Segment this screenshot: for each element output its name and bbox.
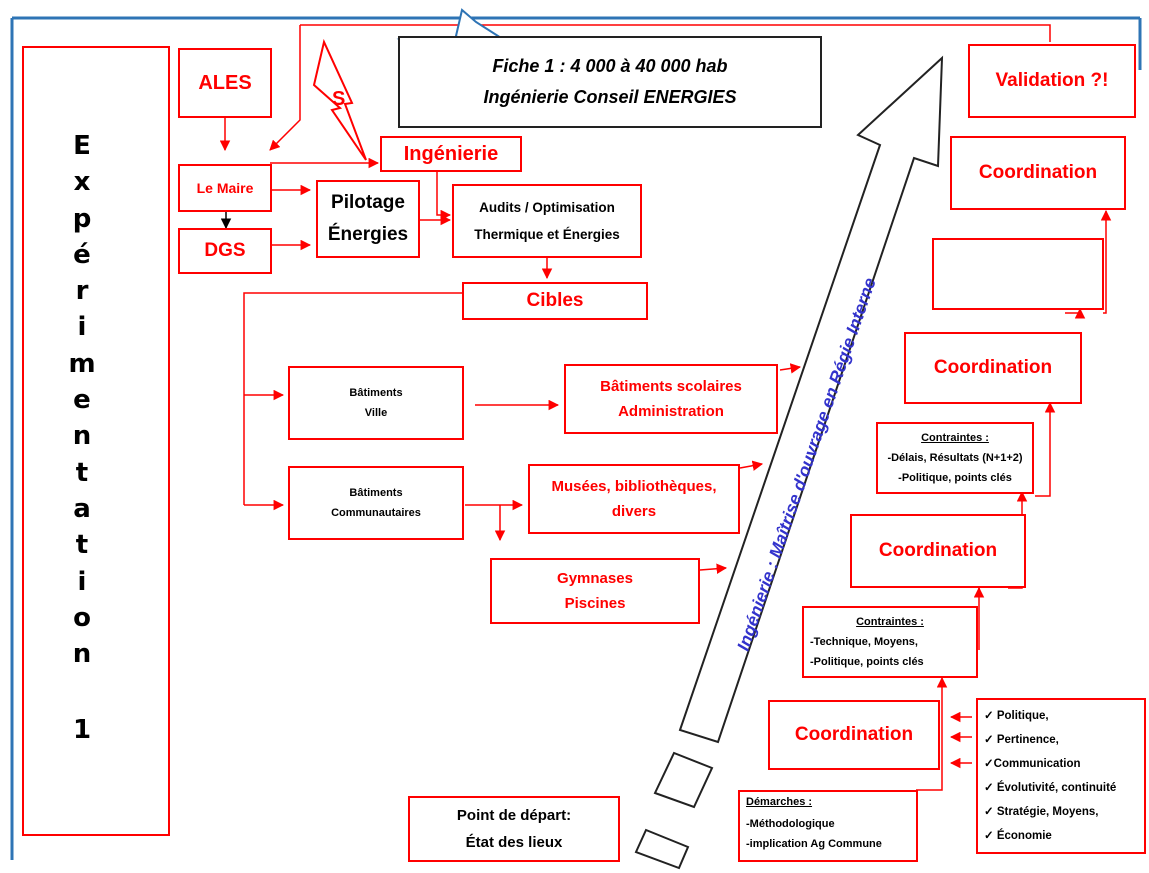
node-gymnases: Gymnases Piscines <box>490 558 700 624</box>
batiments-ville-line-2: Ville <box>364 407 388 419</box>
contraintes-a-item-2: -Politique, points clés <box>810 656 924 668</box>
node-coordination-4: Coordination <box>950 136 1126 210</box>
node-cibles: Cibles <box>462 282 648 320</box>
node-empty-step <box>932 238 1104 310</box>
side-label-char: n <box>72 421 92 452</box>
side-label-char: t <box>75 530 89 561</box>
demarches-title: Démarches : <box>746 796 813 808</box>
checklist-item-5: ✓ Stratégie, Moyens, <box>984 806 1099 818</box>
checklist-item-3: ✓Communication <box>984 758 1081 770</box>
side-label-char: t <box>75 457 89 488</box>
node-batiments-ville: Bâtiments Ville <box>288 366 464 440</box>
node-validation: Validation ?! <box>968 44 1136 118</box>
side-label-char: i <box>77 566 87 597</box>
node-point-depart: Point de départ: État des lieux <box>408 796 620 862</box>
node-musees: Musées, bibliothèques, divers <box>528 464 740 534</box>
scolaires-line-2: Administration <box>618 403 724 420</box>
pilotage-line-2: Énergies <box>327 224 409 245</box>
audits-line-2: Thermique et Énergies <box>474 227 620 242</box>
node-s: S <box>332 88 346 110</box>
point-depart-line-1: Point de départ: <box>456 807 572 824</box>
big-arrow-shape <box>678 55 944 744</box>
node-demarches: Démarches : -Méthodologique -implication… <box>738 790 918 862</box>
side-label-char: r <box>75 276 89 307</box>
contraintes-b-title: Contraintes : <box>921 432 989 444</box>
contraintes-b-item-2: -Politique, points clés <box>898 472 1012 484</box>
batiments-comm-line-2: Communautaires <box>331 507 421 519</box>
musees-line-2: divers <box>611 503 657 520</box>
arrow-tail-block-1 <box>653 751 714 809</box>
point-depart-line-2: État des lieux <box>465 834 563 851</box>
side-label-char: o <box>73 602 91 633</box>
side-label-char: 1 <box>72 715 92 746</box>
side-label-char: E <box>73 131 91 161</box>
node-dgs: DGS <box>178 228 272 274</box>
checklist-item-1: ✓ Politique, <box>984 710 1049 722</box>
pilotage-line-1: Pilotage <box>331 192 405 213</box>
lightning-bolt-icon <box>312 38 367 161</box>
side-label-char: i <box>77 312 87 343</box>
gymnases-line-2: Piscines <box>564 595 626 612</box>
batiments-ville-line-1: Bâtiments <box>349 387 403 399</box>
node-contraintes-b: Contraintes : -Délais, Résultats (N+1+2)… <box>876 422 1034 494</box>
batiments-comm-line-1: Bâtiments <box>349 487 403 499</box>
node-le-maire: Le Maire <box>178 164 272 212</box>
title-line-1: Fiche 1 : 4 000 à 40 000 hab <box>492 56 728 76</box>
demarches-item-2: -implication Ag Commune <box>746 838 882 850</box>
title-box: Fiche 1 : 4 000 à 40 000 hab Ingénierie … <box>398 36 822 128</box>
node-coordination-2: Coordination <box>850 514 1026 588</box>
scolaires-line-1: Bâtiments scolaires <box>600 378 742 395</box>
side-label-box <box>22 46 170 836</box>
musees-line-1: Musées, bibliothèques, <box>551 478 717 495</box>
contraintes-a-title: Contraintes : <box>856 616 924 628</box>
side-label-char: p <box>72 203 92 234</box>
checklist-item-6: ✓ Économie <box>984 830 1052 842</box>
node-ingenierie: Ingénierie <box>380 136 522 172</box>
audits-line-1: Audits / Optimisation <box>479 200 615 215</box>
node-batiments-scolaires: Bâtiments scolaires Administration <box>564 364 778 434</box>
contraintes-a-item-1: -Technique, Moyens, <box>810 636 918 648</box>
arrow-tail-block-2 <box>634 828 690 870</box>
side-label-char: a <box>73 493 91 524</box>
node-audits: Audits / Optimisation Thermique et Énerg… <box>452 184 642 258</box>
gymnases-line-1: Gymnases <box>557 570 633 587</box>
checklist-item-2: ✓ Pertinence, <box>984 734 1059 746</box>
node-batiments-communautaires: Bâtiments Communautaires <box>288 466 464 540</box>
node-pilotage: Pilotage Énergies <box>316 180 420 258</box>
big-arrow-label: Ingénierie : Maîtrise d'ouvrage en Régie… <box>733 275 880 653</box>
title-line-2: Ingénierie Conseil ENERGIES <box>483 87 737 107</box>
page-frame <box>10 16 1142 860</box>
checklist-item-4: ✓ Évolutivité, continuité <box>984 782 1117 794</box>
node-checklist: ✓ Politique, ✓ Pertinence, ✓Communicatio… <box>976 698 1146 854</box>
node-contraintes-a: Contraintes : -Technique, Moyens, -Polit… <box>802 606 978 678</box>
node-ales: ALES <box>178 48 272 118</box>
side-label-char: n <box>72 639 92 670</box>
node-coordination-3: Coordination <box>904 332 1082 404</box>
side-label-char: m <box>68 348 96 379</box>
node-coordination-1: Coordination <box>768 700 940 770</box>
side-label-char: é <box>73 239 91 270</box>
side-label-char: x <box>73 167 91 198</box>
contraintes-b-item-1: -Délais, Résultats (N+1+2) <box>887 452 1023 464</box>
demarches-item-1: -Méthodologique <box>746 818 835 830</box>
side-label-char: e <box>73 385 91 416</box>
